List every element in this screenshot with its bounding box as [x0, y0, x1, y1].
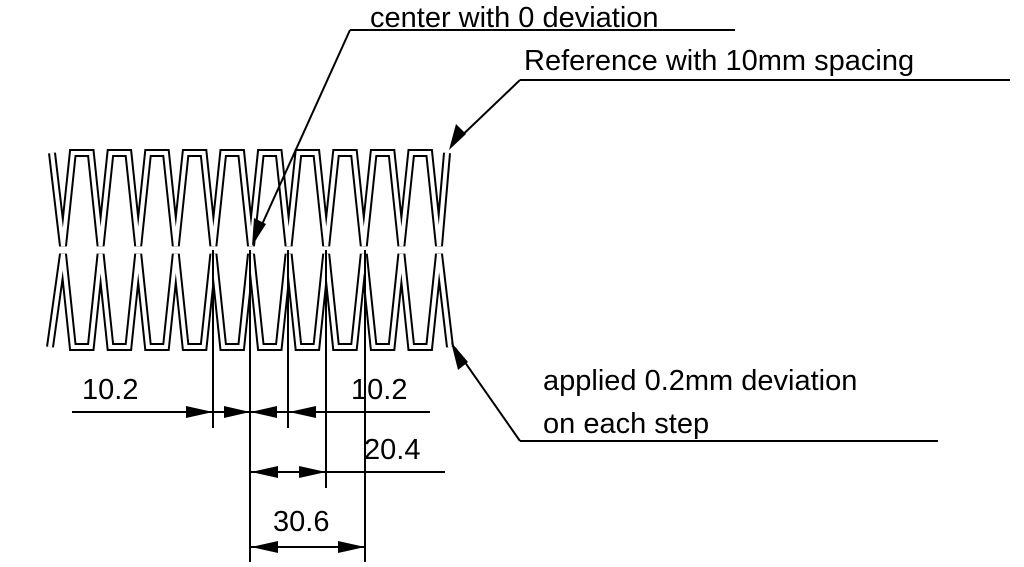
arrowhead: [251, 466, 278, 478]
arrowhead: [289, 406, 316, 418]
arrowhead: [252, 218, 266, 246]
center-annotation: center with 0 deviation: [370, 2, 659, 34]
arrowhead: [251, 406, 277, 418]
dimension-label-left: 10.2: [82, 374, 139, 406]
upper-zigzag-strip: [50, 151, 449, 247]
dimension-label-double: 20.4: [364, 434, 421, 466]
dimension-lines: [72, 29, 1010, 562]
arrowhead: [186, 406, 213, 418]
applied-annotation-line1: applied 0.2mm deviation: [543, 365, 858, 397]
arrowheads: [186, 124, 468, 553]
applied-annotation-line2: on each step: [543, 408, 710, 440]
arrowhead: [299, 466, 326, 478]
arrowhead: [449, 124, 466, 150]
dimension-label-triple: 30.6: [273, 506, 330, 538]
leader-center: [254, 29, 351, 241]
arrowhead: [451, 342, 468, 370]
reference-annotation: Reference with 10mm spacing: [524, 45, 915, 77]
dimension-label-right: 10.2: [351, 374, 408, 406]
arrowhead: [251, 541, 278, 553]
arrowhead: [224, 406, 250, 418]
arrowhead: [338, 541, 365, 553]
